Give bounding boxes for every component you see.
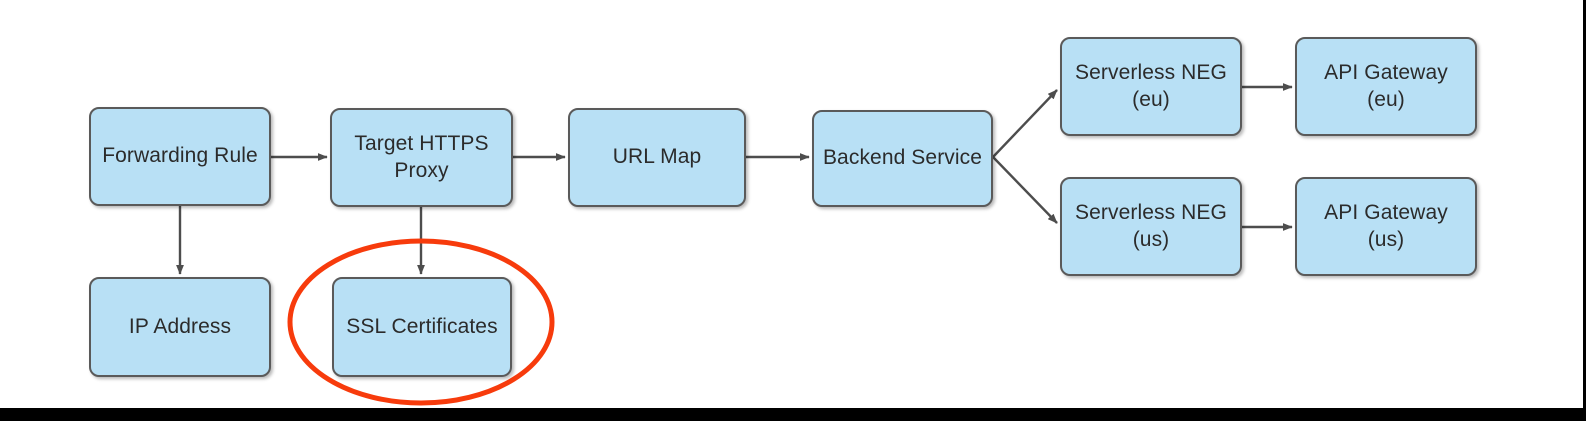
node-url-map[interactable]: URL Map (568, 108, 746, 207)
node-backend-service[interactable]: Backend Service (812, 110, 993, 207)
edge-backend-service-to-serverless-neg-eu (992, 89, 1058, 158)
frame-bottom-bar (0, 408, 1586, 421)
node-api-gateway-eu[interactable]: API Gateway (eu) (1295, 37, 1477, 136)
node-serverless-neg-eu[interactable]: Serverless NEG (eu) (1060, 37, 1242, 136)
ssl-certificates-highlight-ellipse (287, 238, 555, 406)
node-serverless-neg-us[interactable]: Serverless NEG (us) (1060, 177, 1242, 276)
node-ssl-certificates[interactable]: SSL Certificates (332, 277, 512, 377)
edge-backend-service-to-serverless-neg-us (992, 156, 1058, 224)
node-ip-address[interactable]: IP Address (89, 277, 271, 377)
node-api-gateway-us[interactable]: API Gateway (us) (1295, 177, 1477, 276)
node-forwarding-rule[interactable]: Forwarding Rule (89, 107, 271, 206)
node-target-https-proxy[interactable]: Target HTTPS Proxy (330, 108, 513, 207)
frame-right-edge (1583, 0, 1586, 421)
